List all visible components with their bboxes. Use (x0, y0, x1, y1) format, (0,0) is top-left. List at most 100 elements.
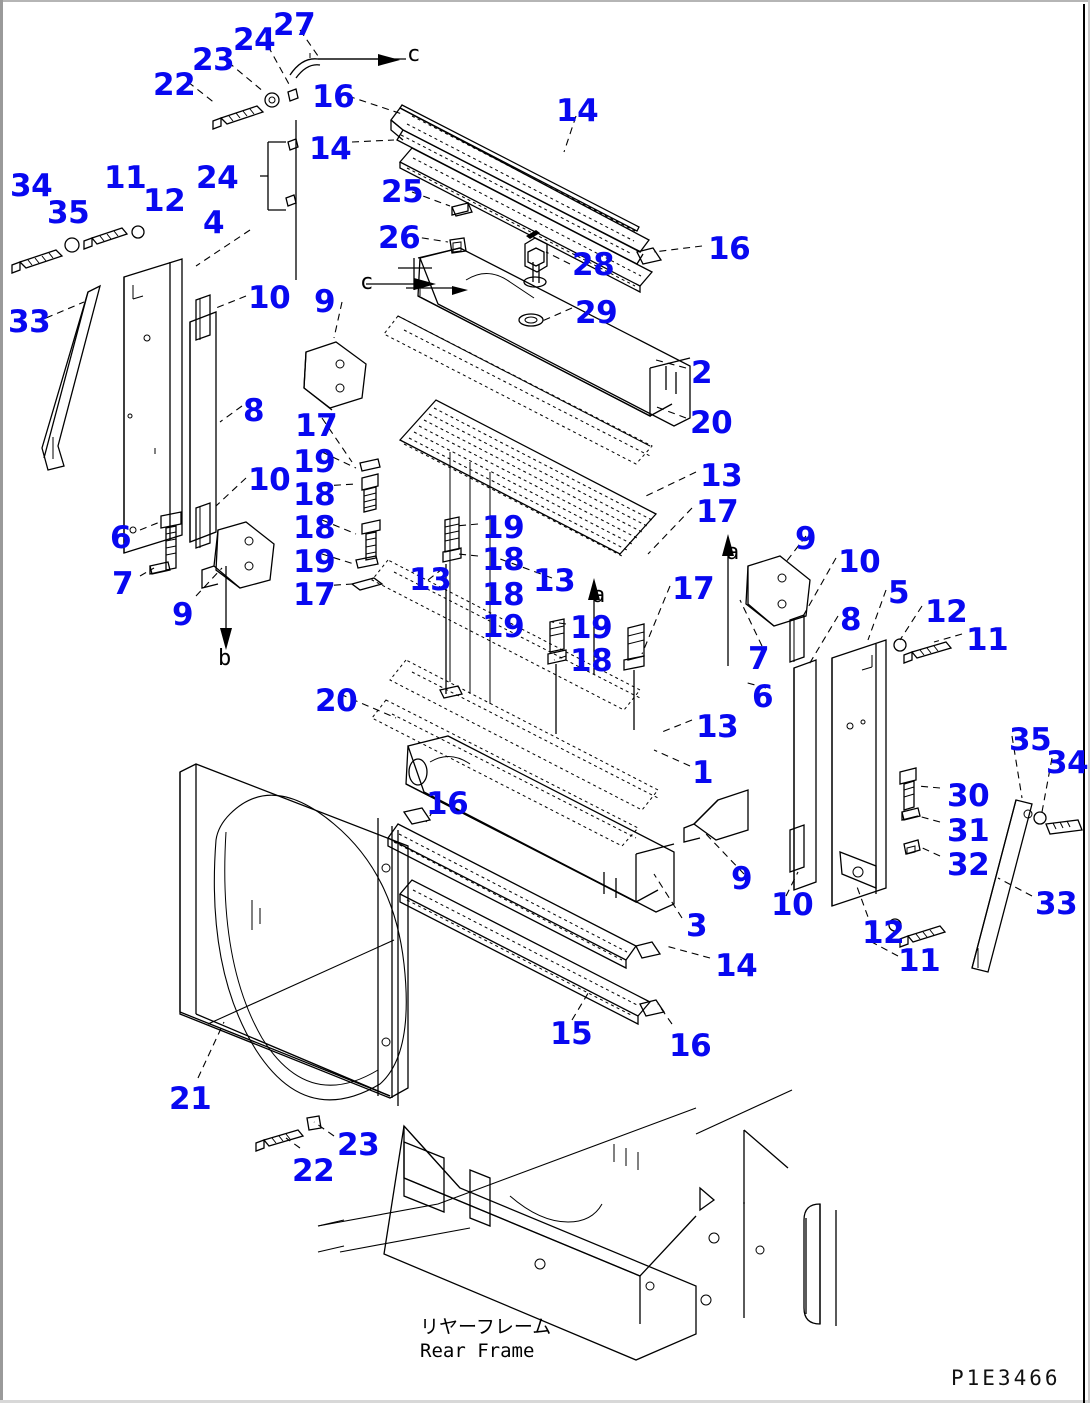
bracket-9-right-upper (746, 556, 810, 626)
part-callout-18: 18 (293, 510, 336, 546)
part-callout-13: 13 (700, 458, 743, 494)
part-callout-28: 28 (572, 247, 615, 283)
side-plate-5-right (832, 640, 886, 906)
washer-31 (902, 808, 920, 820)
guard-rail-15 (400, 880, 664, 1024)
part-callout-4: 4 (203, 205, 225, 241)
shim-10-right-lower (790, 825, 804, 872)
part-callout-10: 10 (248, 280, 291, 316)
part-callout-35: 35 (47, 195, 90, 231)
washer-7-left (150, 562, 170, 574)
section-marker-b-left: b (218, 646, 232, 671)
part-callout-20: 20 (690, 405, 733, 441)
part-callout-16: 16 (669, 1028, 712, 1064)
part-callout-34: 34 (10, 168, 53, 204)
sheet-border-right (1088, 0, 1090, 1403)
part-callout-8: 8 (243, 393, 265, 429)
bracket-9-left-upper (304, 342, 366, 410)
bolt-30 (900, 768, 916, 810)
part-callout-18: 18 (293, 477, 336, 513)
part-callout-8: 8 (840, 602, 862, 638)
fastener-stack-right-center (548, 619, 566, 734)
part-callout-33: 33 (1035, 886, 1078, 922)
rear-frame-label-en: Rear Frame (420, 1339, 535, 1362)
fastener-stack-center-left (352, 459, 382, 590)
part-callout-9: 9 (795, 521, 817, 557)
part-callout-10: 10 (838, 544, 881, 580)
bolt-34-left (12, 238, 79, 273)
side-plate-4-left (124, 259, 182, 553)
part-callout-16: 16 (708, 231, 751, 267)
part-callout-23: 23 (192, 42, 235, 78)
part-callout-25: 25 (381, 174, 424, 210)
bolt-11-right-lower (889, 919, 945, 947)
part-callout-7: 7 (748, 641, 770, 677)
rod-33-left (42, 286, 100, 470)
part-callout-12: 12 (925, 594, 968, 630)
part-callout-16: 16 (312, 79, 355, 115)
part-callout-16: 16 (426, 786, 469, 822)
part-callout-13: 13 (409, 562, 452, 598)
part-callout-6: 6 (752, 679, 774, 715)
section-marker-c-top: c (407, 42, 421, 67)
bolt-11-left (84, 226, 144, 249)
part-callout-19: 19 (482, 609, 525, 645)
upper-tank-2 (406, 248, 690, 426)
radiator-core-1 (372, 400, 658, 810)
part-callout-6: 6 (110, 520, 132, 556)
shim-10-left-lower (196, 503, 210, 548)
fastener-group-top (213, 53, 406, 129)
strip-8-right (794, 660, 816, 890)
sheet-border-left (0, 0, 3, 1403)
part-callout-13: 13 (533, 563, 576, 599)
part-callout-31: 31 (947, 813, 990, 849)
part-callout-18: 18 (570, 643, 613, 679)
fastener-stack-right (624, 624, 644, 730)
rear-frame-label-jp: リヤーフレーム (420, 1316, 552, 1338)
part-callout-17: 17 (293, 577, 336, 613)
part-callout-17: 17 (672, 571, 715, 607)
part-callout-11: 11 (104, 160, 147, 196)
bolt-11-right-upper (894, 639, 951, 663)
part-callout-24: 24 (233, 22, 276, 58)
part-callout-14: 14 (309, 131, 352, 167)
part-callout-21: 21 (169, 1081, 212, 1117)
part-callout-18: 18 (482, 542, 525, 578)
part-callout-11: 11 (898, 943, 941, 979)
part-callout-9: 9 (731, 861, 753, 897)
rear-frame (318, 1090, 836, 1360)
part-callout-1: 1 (692, 755, 714, 791)
part-callout-7: 7 (112, 566, 134, 602)
section-arrows (220, 258, 734, 674)
strip-8-left (190, 312, 216, 542)
section-marker-a-right: a (726, 540, 740, 565)
gasket-20-upper (384, 316, 652, 464)
guard-rail-14-lower-of-pair (400, 148, 652, 292)
part-callout-30: 30 (947, 778, 990, 814)
part-callout-19: 19 (293, 544, 336, 580)
radiator-guard-21 (180, 764, 408, 1106)
drawing-number: P1E3466 (951, 1366, 1061, 1390)
part-callout-12: 12 (143, 183, 186, 219)
leader-lines (46, 30, 1052, 1148)
lower-tank-3 (406, 736, 674, 912)
part-callout-11: 11 (966, 622, 1009, 658)
part-callout-13: 13 (696, 709, 739, 745)
shim-10-left-upper (196, 295, 210, 340)
part-callout-10: 10 (771, 887, 814, 923)
part-callout-10: 10 (248, 462, 291, 498)
bolt-22-bottom (256, 1116, 321, 1151)
part-callout-9: 9 (172, 597, 194, 633)
bolt-6-left (161, 512, 181, 570)
part-callout-22: 22 (292, 1153, 335, 1189)
sheet-rule-right-black (1083, 4, 1085, 1403)
part-callout-32: 32 (947, 847, 990, 883)
part-callout-19: 19 (293, 444, 336, 480)
part-callout-24: 24 (196, 160, 239, 196)
part-callout-35: 35 (1009, 722, 1052, 758)
part-callout-20: 20 (315, 683, 358, 719)
rod-33-right (972, 800, 1032, 972)
